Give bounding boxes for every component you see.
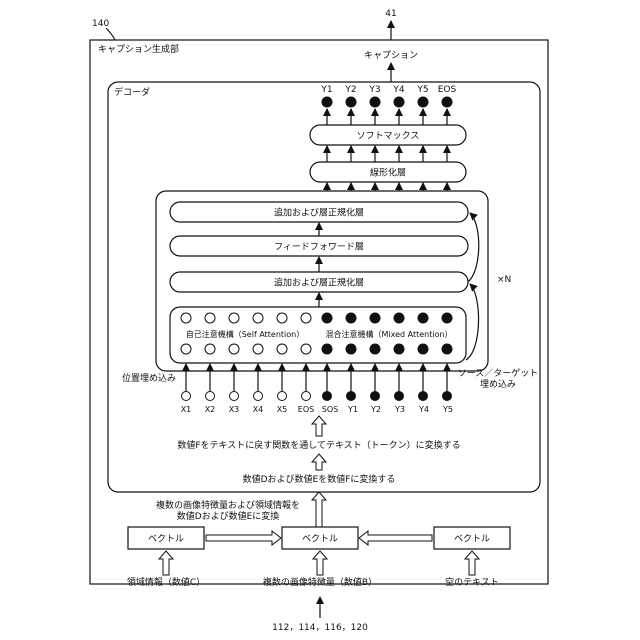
input-token-label-1: X1 [181,405,192,414]
ref-140-leader [106,28,115,40]
output-token-label-5: Y5 [416,85,428,95]
repeat-times-n-label: ×N [497,275,511,285]
caption-generation-unit-title: キャプション生成部 [98,43,179,55]
output-token-dot-4 [394,97,405,108]
region-info-label: 領域情報（数値C） [127,576,205,588]
input-token-label-7: SOS [322,405,338,414]
output-token-label-4: Y4 [392,85,404,95]
input-token-label-2: X2 [205,405,216,414]
add-norm-bottom-label: 追加および層正規化層 [274,277,364,289]
output-token-label-1: Y1 [320,85,332,95]
empty-text-label: 空のテキスト [445,576,499,588]
source-target-embedding-label-2: 埋め込み [480,379,516,390]
input-token-label-8: Y1 [347,405,358,414]
convert-f-to-text-label: 数値Fをテキストに戻す関数を通してテキスト（トークン）に変換する [177,439,460,451]
vector-box-left-label: ベクトル [148,534,184,545]
input-token-label-6: EOS [298,405,314,414]
vector-box-center-label: ベクトル [302,534,338,545]
output-token-label-3: Y3 [368,85,380,95]
input-token-label-4: X4 [253,405,264,414]
output-token-dot-5 [418,97,429,108]
input-token-label-10: Y3 [394,405,405,414]
mixed-attention-label: 混合注意機構（Mixed Attention） [325,329,452,339]
add-norm-top-label: 追加および層正規化層 [274,207,364,219]
source-target-embedding-label-1: ソース／ターゲット [458,367,539,379]
output-token-dot-3 [370,97,381,108]
input-token-label-11: Y4 [418,405,429,414]
convert-features-label-2: 数値Dおよび数値Eに変換 [177,510,280,522]
softmax-layer-label: ソフトマックス [357,131,420,142]
vector-box-right-label: ベクトル [454,534,490,545]
input-token-label-12: Y5 [442,405,453,414]
output-token-dot-6 [442,97,453,108]
input-token-label-9: Y2 [370,405,381,414]
input-token-label-3: X3 [229,405,240,414]
output-token-label-2: Y2 [344,85,356,95]
output-token-label-6: EOS [438,85,457,95]
feed-forward-label: フィードフォワード層 [274,242,364,253]
convert-features-label-1: 複数の画像特徴量および領域情報を [156,499,300,511]
output-token-dot-1 [322,97,333,108]
linear-layer-label: 線形化層 [370,167,406,179]
ref-numbers-bottom: 112，114，116，120 [272,623,368,633]
input-token-label-5: X5 [277,405,288,414]
decoder-title: デコーダ [114,86,150,98]
self-attention-label: 自己注意機構（Self Attention） [186,329,305,339]
output-token-dot-2 [346,97,357,108]
ref-number-140: 140 [92,19,109,29]
ref-number-41: 41 [385,9,396,19]
image-features-label: 複数の画像特徴量（数値B） [263,576,377,588]
positional-embedding-label: 位置埋め込み [122,372,176,384]
caption-output-label: キャプション [364,50,418,61]
convert-de-to-f-label: 数値Dおよび数値Eを数値Fに変換する [243,473,396,485]
